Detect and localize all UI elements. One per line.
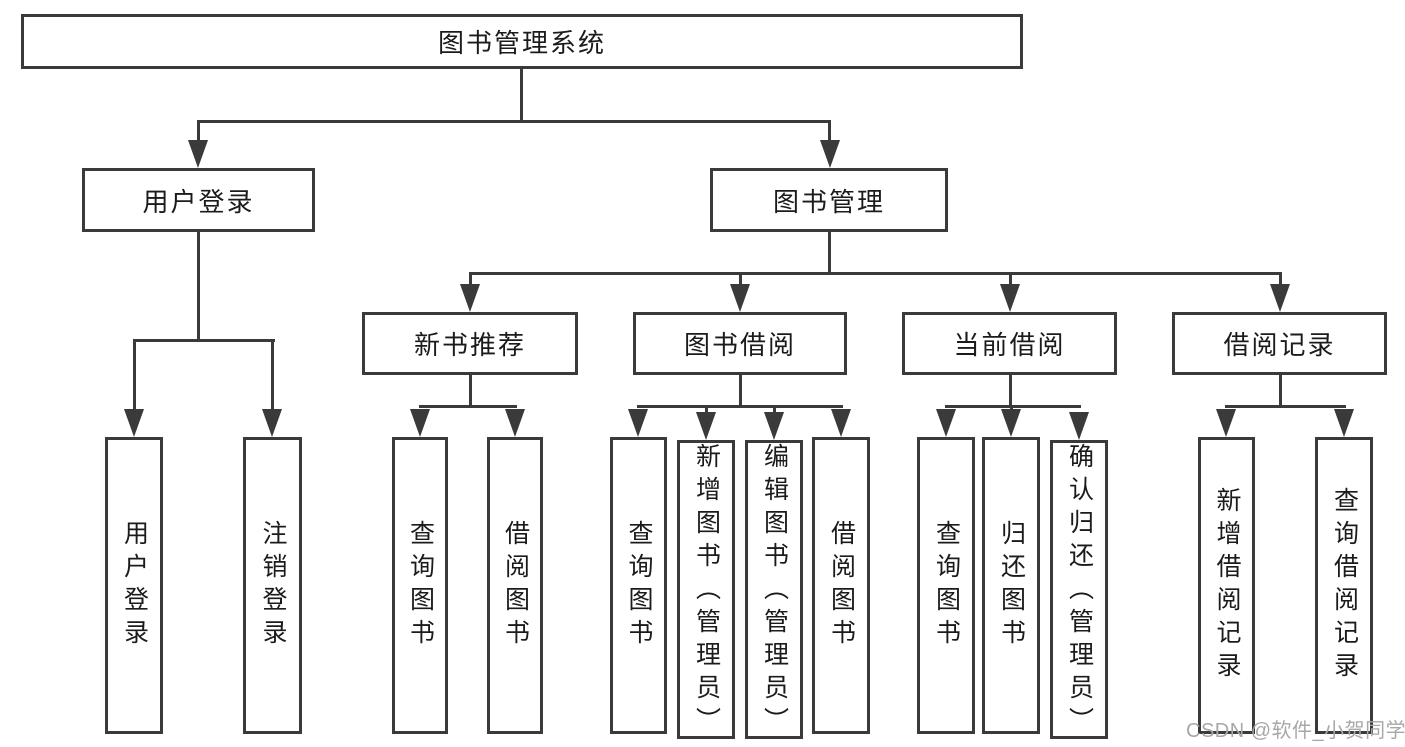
- connector-line: [637, 405, 843, 408]
- node-label: 查询图书: [625, 519, 653, 652]
- connector-line: [828, 232, 831, 275]
- node-leaf-query-books-recommend: 查询图书: [392, 437, 448, 734]
- node-leaf-add-book-admin: 新增图书（管理员）: [677, 440, 735, 740]
- connector-line: [197, 120, 200, 144]
- connector-line: [271, 339, 274, 413]
- node-current-borrowing: 当前借阅: [902, 312, 1117, 375]
- connector-line: [469, 272, 472, 288]
- connector-arrow-icon: [1069, 412, 1089, 440]
- connector-line: [197, 232, 200, 342]
- node-leaf-borrow-books-borrowing: 借阅图书: [812, 437, 870, 734]
- node-label: 图书借阅: [683, 330, 796, 360]
- connector-arrow-icon: [1334, 409, 1354, 437]
- node-book-borrowing: 图书借阅: [633, 312, 847, 375]
- connector-line: [197, 120, 831, 123]
- connector-line: [1279, 272, 1282, 288]
- connector-arrow-icon: [124, 409, 144, 437]
- connector-arrow-icon: [1000, 284, 1020, 312]
- node-label: 用户登录: [142, 186, 255, 217]
- connector-line: [520, 69, 523, 120]
- node-new-book-recommendation: 新书推荐: [362, 312, 578, 375]
- connector-arrow-icon: [262, 409, 282, 437]
- node-leaf-logout: 注销登录: [243, 437, 302, 734]
- connector-line: [945, 405, 1081, 408]
- node-leaf-return-books: 归还图书: [982, 437, 1040, 734]
- connector-arrow-icon: [410, 409, 430, 437]
- node-label: 新增图书（管理员）: [692, 443, 721, 740]
- connector-line: [828, 120, 831, 144]
- connector-arrow-icon: [1216, 409, 1236, 437]
- node-leaf-borrow-books-recommend: 借阅图书: [487, 437, 543, 734]
- connector-line: [1009, 375, 1012, 408]
- connector-arrow-icon: [820, 140, 840, 168]
- connector-arrow-icon: [831, 409, 851, 437]
- connector-arrow-icon: [696, 412, 716, 440]
- node-label: 用户登录: [120, 519, 149, 652]
- node-user-login-branch: 用户登录: [82, 168, 315, 232]
- node-borrowing-records: 借阅记录: [1172, 312, 1387, 375]
- connector-line: [1009, 272, 1012, 288]
- node-leaf-add-borrow-record: 新增借阅记录: [1198, 437, 1255, 734]
- node-library-system: 图书管理系统: [21, 14, 1023, 69]
- connector-arrow-icon: [936, 409, 956, 437]
- node-leaf-query-books-borrowing: 查询图书: [610, 437, 667, 734]
- connector-arrow-icon: [764, 412, 784, 440]
- connector-line: [133, 339, 136, 413]
- node-label: 新书推荐: [413, 330, 526, 360]
- connector-line: [739, 375, 742, 408]
- connector-arrow-icon: [188, 140, 208, 168]
- connector-arrow-icon: [460, 284, 480, 312]
- node-label: 借阅记录: [1223, 330, 1336, 360]
- node-label: 图书管理系统: [437, 28, 606, 58]
- csdn-watermark: CSDN @软件_小贺同学: [1186, 720, 1405, 742]
- node-leaf-query-borrow-record: 查询借阅记录: [1315, 437, 1373, 734]
- node-label: 图书管理: [772, 186, 885, 217]
- node-leaf-user-login: 用户登录: [105, 437, 163, 734]
- connector-line: [469, 272, 1282, 275]
- connector-line: [1279, 375, 1282, 408]
- node-label: 借阅图书: [501, 519, 530, 652]
- node-label: 借阅图书: [827, 519, 856, 652]
- connector-line: [773, 405, 776, 415]
- connector-arrow-icon: [730, 284, 750, 312]
- connector-line: [133, 339, 275, 342]
- node-label: 确认归还（管理员）: [1065, 443, 1094, 740]
- node-leaf-edit-book-admin: 编辑图书（管理员）: [745, 440, 803, 740]
- node-label: 查询图书: [932, 519, 961, 652]
- node-label: 查询图书: [406, 519, 435, 652]
- node-label: 新增借阅记录: [1213, 486, 1241, 685]
- node-label: 当前借阅: [953, 330, 1066, 360]
- connector-line: [739, 272, 742, 288]
- connector-arrow-icon: [505, 409, 525, 437]
- node-book-management: 图书管理: [710, 168, 948, 232]
- node-label: 归还图书: [997, 519, 1026, 652]
- node-label: 编辑图书（管理员）: [760, 443, 789, 740]
- connector-line: [469, 375, 472, 408]
- node-label: 注销登录: [259, 519, 287, 652]
- node-leaf-query-books-current: 查询图书: [917, 437, 975, 734]
- connector-line: [705, 405, 708, 415]
- connector-arrow-icon: [1001, 409, 1021, 437]
- connector-line: [419, 405, 517, 408]
- node-leaf-confirm-return-admin: 确认归还（管理员）: [1050, 440, 1108, 740]
- connector-line: [1225, 405, 1346, 408]
- node-label: 查询借阅记录: [1330, 486, 1359, 685]
- connector-arrow-icon: [1270, 284, 1290, 312]
- connector-arrow-icon: [628, 409, 648, 437]
